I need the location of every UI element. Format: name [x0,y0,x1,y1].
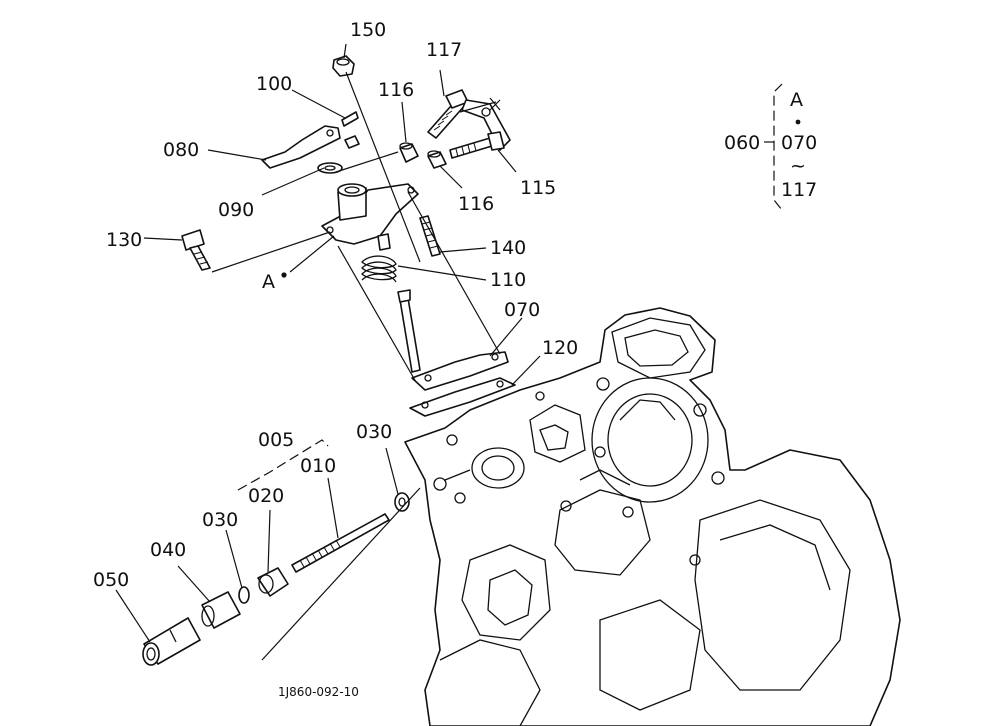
plate-070-with-shaft [397,289,509,391]
nut-020 [257,567,289,597]
bolt-130 [181,229,211,271]
callout-040: 040 [150,539,186,561]
callout-a: A [262,271,275,293]
legend-dot [795,119,801,125]
gasket-120 [409,377,516,417]
legend-top: A [790,89,803,111]
callout-005: 005 [258,429,294,451]
callout-130: 130 [106,229,142,251]
lever-080 [261,125,360,169]
callout-140: 140 [490,237,526,259]
legend-tilde: ~ [790,155,806,177]
shaft-010 [291,513,390,573]
governor-bracket [321,183,419,251]
legend-bracket [773,83,783,211]
collar-116-lower [427,150,447,169]
spring-110 [361,255,397,283]
leader-lines [115,43,541,661]
callout-115: 115 [520,177,556,199]
washer-030-right [394,492,410,512]
ref-dot-a [281,272,287,278]
callout-150: 150 [350,19,386,41]
assembly-legend: 060 A 070 ~ 117 [724,83,817,211]
bolt-115 [449,131,505,159]
pin-100 [341,111,359,127]
washer-090 [317,162,343,174]
bracket-005 [237,439,329,491]
callout-030-right: 030 [356,421,392,443]
legend-mid: 070 [781,132,817,154]
callout-070: 070 [504,299,540,321]
legend-bottom: 117 [781,179,817,201]
callout-020: 020 [248,485,284,507]
callout-100: 100 [256,73,292,95]
gear-case-housing [404,307,901,726]
nut-040 [201,591,241,629]
washer-030-left [238,586,250,604]
callout-116-top: 116 [378,79,414,101]
nut-150 [332,55,355,77]
callout-080: 080 [163,139,199,161]
legend-ref: 060 [724,132,760,154]
callout-050: 050 [93,569,129,591]
stud-140 [419,215,441,257]
sleeve-050 [142,617,201,666]
collar-116-upper [399,142,419,163]
callout-030-left: 030 [202,509,238,531]
callout-010: 010 [300,455,336,477]
callout-labels: 150 100 116 117 080 090 116 115 130 140 … [93,19,578,591]
callout-090: 090 [218,199,254,221]
callout-117: 117 [426,39,462,61]
callout-110: 110 [490,269,526,291]
drawing-number: 1J860-092-10 [278,685,359,699]
callout-120: 120 [542,337,578,359]
callout-116-bottom: 116 [458,193,494,215]
